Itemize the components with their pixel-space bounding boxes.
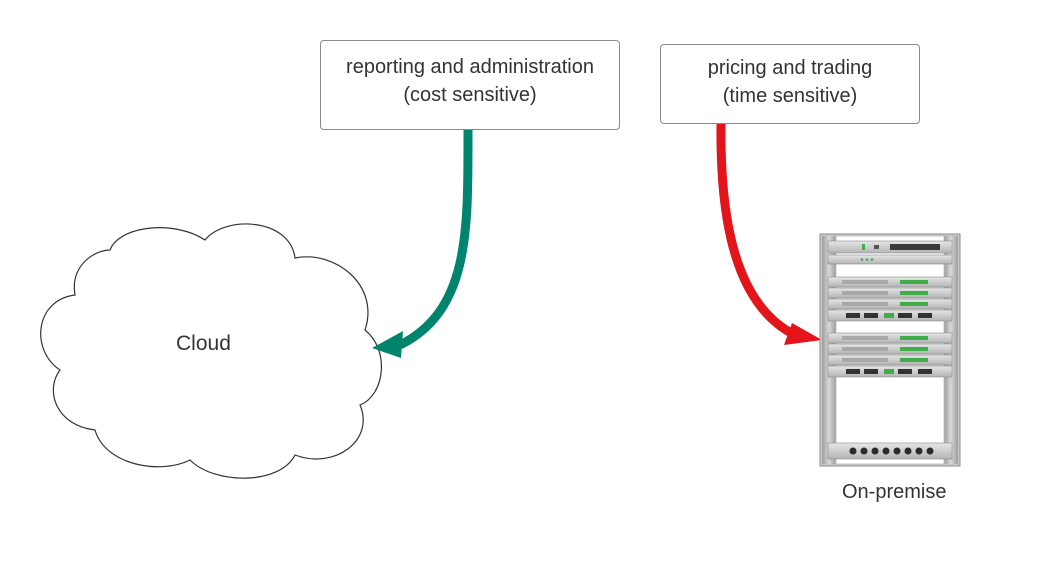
cost-arrow-line (397, 129, 473, 350)
cloud-icon (40, 223, 383, 479)
cloud-label: Cloud (176, 332, 231, 355)
pricing-box-line2: (time sensitive) (722, 85, 858, 107)
pricing-box-line1: pricing and trading (707, 57, 873, 79)
server-rack-icon (819, 233, 961, 467)
reporting-box-line2: (cost sensitive) (403, 84, 537, 106)
time-arrow-head (784, 323, 822, 345)
pricing-trading-box: pricing and trading (time sensitive) (660, 44, 920, 124)
on-premise-label: On-premise (842, 481, 947, 503)
time-arrow-line (716, 123, 798, 340)
cost-arrow-head (372, 331, 403, 358)
reporting-box-line1: reporting and administration (346, 56, 594, 78)
reporting-administration-box: reporting and administration (cost sensi… (320, 40, 620, 130)
